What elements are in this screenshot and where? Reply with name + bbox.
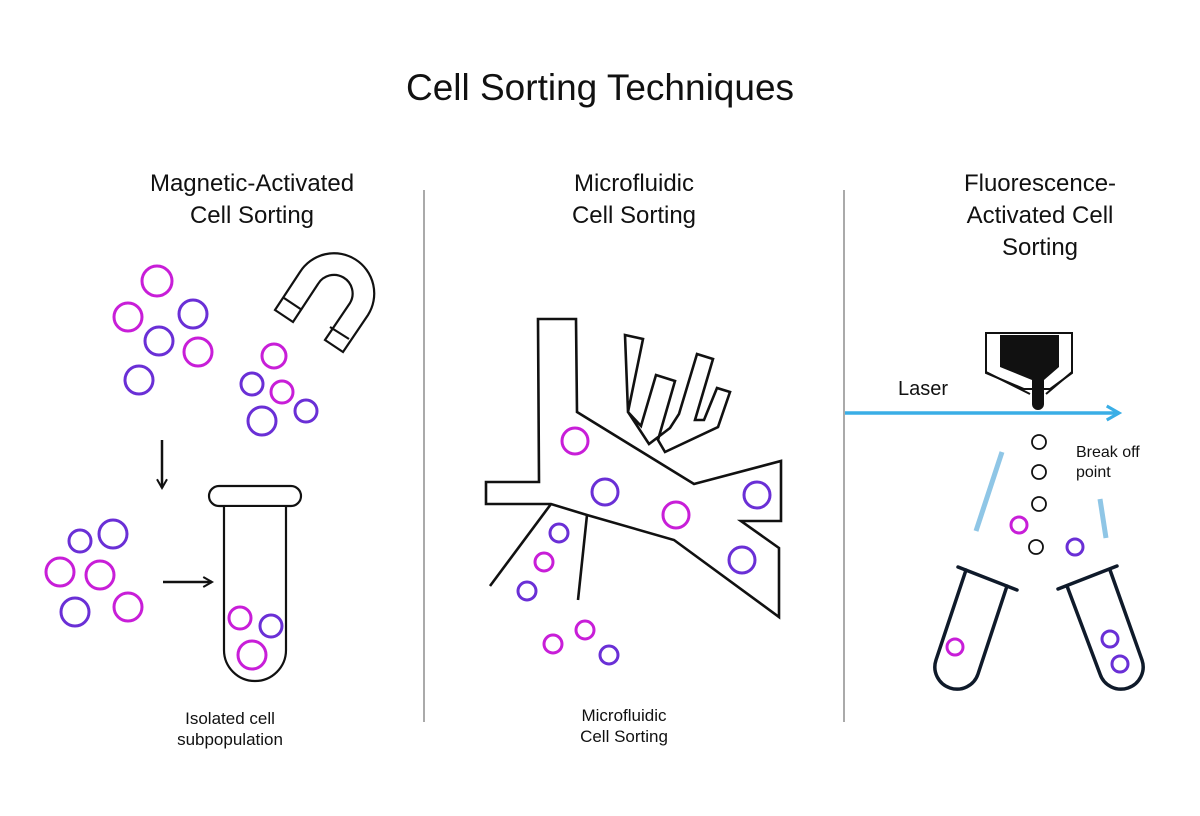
cell-magenta [533,551,555,573]
breakoff-label-line2: point [1076,464,1111,481]
deflector-plate-left [973,451,1005,532]
macs-title-line1: Magnetic-Activated [149,170,355,197]
microfluidic-caption-line2: Cell Sorting [580,727,668,746]
collection-tube-right [1056,564,1145,691]
collection-tube-left [933,565,1019,691]
droplet [1031,496,1047,512]
microfluidic-chip-icon [484,317,783,620]
cell-violet [548,522,570,544]
cell-magenta [140,264,174,298]
facs-title-line3: Sorting [1001,234,1079,261]
cell-magenta [1009,515,1029,535]
microfluidic-title: Microfluidic Cell Sorting [474,168,794,232]
cell-magenta [945,637,965,657]
macs-caption-line1: Isolated cell [185,709,275,728]
cell-magenta [260,342,288,370]
facs-title: Fluorescence- Activated Cell Sorting [880,168,1200,264]
cell-violet [590,477,620,507]
cell-magenta [236,639,268,671]
cell-magenta [269,379,295,405]
cell-magenta [44,556,76,588]
cell-magenta [84,559,116,591]
cell-magenta [227,605,253,631]
cell-violet [516,580,538,602]
cell-magenta [661,500,691,530]
macs-title-line2: Cell Sorting [189,202,315,229]
cell-magenta [542,633,564,655]
cell-violet [123,364,155,396]
droplet [1031,434,1047,450]
cell-violet [598,644,620,666]
cell-violet [97,518,129,550]
microfluidic-caption-line1: Microfluidic [581,706,667,725]
test-tube-icon [207,484,303,683]
nozzle-icon [985,332,1073,410]
cell-violet [177,298,209,330]
macs-caption-line2: subpopulation [177,730,283,749]
facs-title-line1: Fluorescence- [963,170,1117,197]
cell-magenta [574,619,596,641]
cell-violet [258,613,284,639]
microfluidic-panel [484,317,783,666]
cell-violet [239,371,265,397]
macs-title: Magnetic-Activated Cell Sorting [92,168,412,232]
cell-magenta [182,336,214,368]
cell-violet [742,480,772,510]
laser-label: Laser [898,378,949,400]
deflector-plate-right [1097,498,1109,539]
cell-violet [59,596,91,628]
cell-violet [246,405,278,437]
cell-magenta [112,591,144,623]
microfluidic-title-line2: Cell Sorting [571,202,697,229]
droplet [1031,464,1047,480]
facs-panel [845,332,1145,691]
facs-title-line2: Activated Cell [966,202,1114,229]
cell-violet [1100,629,1120,649]
cell-violet [727,545,757,575]
diagram-title: Cell Sorting Techniques [405,67,795,108]
breakoff-label-line1: Break off [1076,444,1140,461]
microfluidic-title-line1: Microfluidic [573,170,695,197]
cell-violet [67,528,93,554]
cell-magenta [560,426,590,456]
cell-violet [293,398,319,424]
macs-caption: Isolated cell subpopulation [120,708,340,750]
macs-panel [44,252,376,683]
magnet-icon [273,252,376,354]
cell-violet [143,325,175,357]
cell-violet [1065,537,1085,557]
cell-violet [1110,654,1130,674]
breakoff-label: Break off point [1076,443,1140,483]
microfluidic-caption: Microfluidic Cell Sorting [514,705,734,747]
droplet [1028,539,1044,555]
cell-magenta [112,301,144,333]
